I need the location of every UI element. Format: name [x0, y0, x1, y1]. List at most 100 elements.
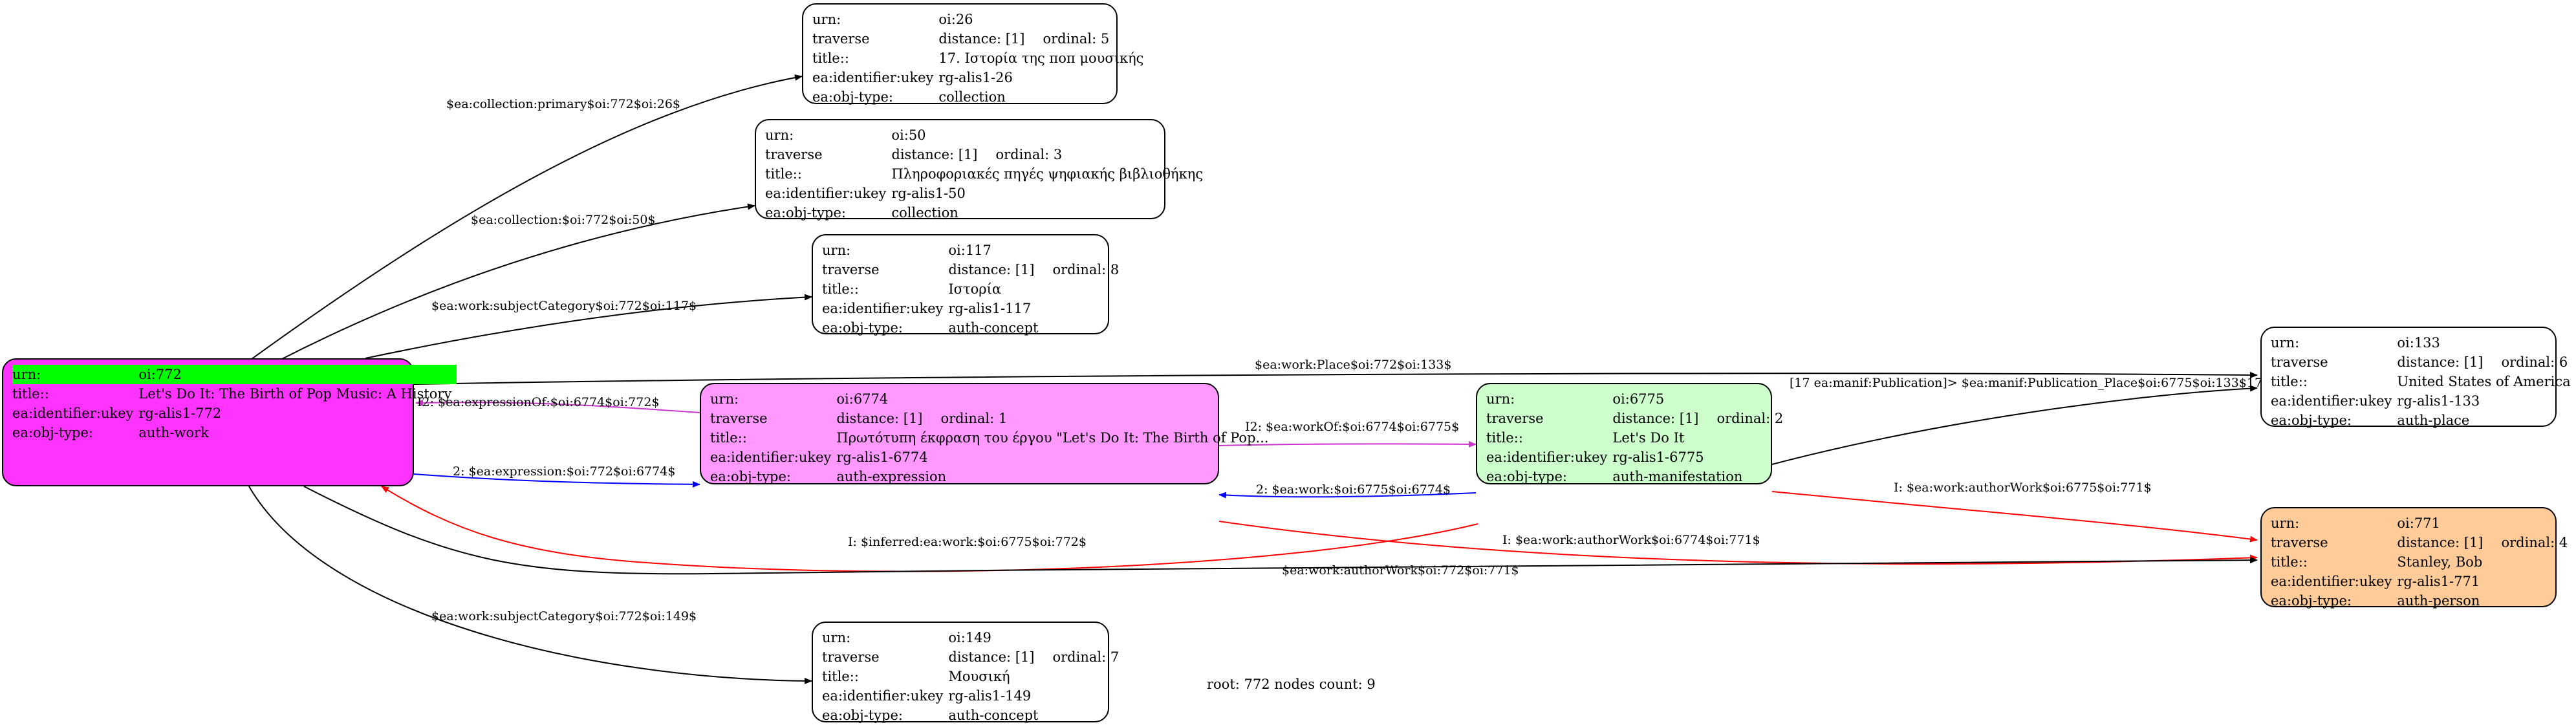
graph-canvas: $ea:collection:primary$oi:772$oi:26$ $ea…	[248, 74, 2262, 684]
title-value: Πρωτότυπη έκφραση του έργου "Let's Do It…	[836, 430, 1269, 446]
traverse-value: distance: [1]ordinal: 3	[891, 147, 1063, 162]
ukey-label: ea:identifier:ukey	[812, 70, 934, 85]
urn-label: urn:	[2271, 335, 2300, 351]
traverse-label: traverse	[812, 31, 870, 47]
objtype-label: ea:obj-type:	[2271, 413, 2352, 428]
urn-label: urn:	[765, 127, 794, 143]
urn-label: urn:	[710, 391, 739, 407]
ukey-value: rg-alis1-6774	[836, 449, 928, 465]
objtype-value: auth-concept	[948, 708, 1039, 723]
edge-label-expression-of: I2: $ea:expressionOf:$oi:6774$oi:772$	[417, 395, 660, 409]
traverse-value: distance: [1]ordinal: 6	[2397, 354, 2568, 370]
title-label: title::	[710, 430, 747, 446]
title-label: title::	[2271, 554, 2308, 570]
objtype-value: auth-expression	[836, 469, 947, 484]
urn-label: urn:	[2271, 515, 2300, 531]
edge-label-author-work-772: $ea:work:authorWork$oi:772$oi:771$	[1282, 563, 1519, 578]
urn-value: oi:771	[2397, 515, 2440, 531]
urn-value: oi:133	[2397, 335, 2440, 351]
title-label: title::	[765, 166, 802, 182]
objtype-label: ea:obj-type:	[710, 469, 791, 484]
edge-label-collection-primary: $ea:collection:primary$oi:772$oi:26$	[446, 97, 680, 111]
edge-label-subject-category-117: $ea:work:subjectCategory$oi:772$oi:117$	[431, 299, 697, 313]
node-771[interactable]: urn: oi:771 traverse distance: [1]ordinal:…	[2260, 507, 2568, 609]
title-value: Ιστορία	[948, 281, 1002, 297]
edge-label-publication-place: [17 ea:manif:Publication]> $ea:manif:Pub…	[1790, 376, 2262, 390]
ukey-value: rg-alis1-771	[2397, 574, 2480, 589]
title-label: title::	[2271, 374, 2308, 389]
title-label: title::	[812, 50, 849, 66]
ukey-label: ea:identifier:ukey	[1486, 449, 1608, 465]
ukey-label: ea:identifier:ukey	[2271, 574, 2392, 589]
objtype-value: collection	[891, 205, 958, 221]
objtype-label: ea:obj-type:	[822, 708, 903, 723]
traverse-value: distance: [1]ordinal: 5	[938, 31, 1110, 47]
ukey-value: rg-alis1-6775	[1612, 449, 1704, 465]
title-label: title::	[822, 281, 859, 297]
traverse-label: traverse	[2271, 354, 2328, 370]
ukey-value: rg-alis1-772	[138, 406, 222, 421]
urn-label: urn:	[12, 365, 139, 384]
urn-value: oi:26	[938, 12, 973, 27]
urn-value: oi:149	[948, 630, 991, 645]
objtype-value: auth-person	[2397, 593, 2480, 609]
edge-label-work: 2: $ea:work:$oi:6775$oi:6774$	[1256, 482, 1451, 497]
objtype-value: auth-work	[138, 425, 209, 440]
edge-expression-of	[415, 399, 700, 413]
ukey-label: ea:identifier:ukey	[2271, 393, 2392, 409]
edge-label-inferred-work: I: $inferred:ea:work:$oi:6775$oi:772$	[848, 535, 1087, 549]
edge-label-subject-category-149: $ea:work:subjectCategory$oi:772$oi:149$	[431, 609, 697, 623]
traverse-label: traverse	[710, 411, 768, 426]
traverse-value: distance: [1]ordinal: 4	[2397, 535, 2568, 550]
ukey-value: rg-alis1-133	[2397, 393, 2480, 409]
objtype-value: collection	[938, 89, 1006, 105]
ukey-value: rg-alis1-50	[891, 186, 966, 201]
edge-collection-primary	[248, 74, 803, 362]
objtype-label: ea:obj-type:	[1486, 469, 1567, 484]
urn-value: oi:6774	[836, 391, 889, 407]
edge-label-author-work-6774: I: $ea:work:authorWork$oi:6774$oi:771$	[1502, 533, 1760, 547]
traverse-value: distance: [1]ordinal: 1	[836, 411, 1008, 426]
traverse-label: traverse	[822, 649, 880, 665]
edge-label-author-work-6775: I: $ea:work:authorWork$oi:6775$oi:771$	[1894, 481, 2152, 495]
ukey-label: ea:identifier:ukey	[822, 688, 944, 704]
urn-label: urn:	[1486, 391, 1515, 407]
urn-value: oi:50	[891, 127, 926, 143]
edge-inferred-work	[381, 486, 1478, 572]
objtype-label: ea:obj-type:	[2271, 593, 2352, 609]
title-label: title::	[12, 386, 49, 402]
objtype-value: auth-place	[2397, 413, 2470, 428]
ukey-value: rg-alis1-117	[948, 301, 1032, 316]
title-label: title::	[822, 669, 859, 684]
edge-label-work-place: $ea:work:Place$oi:772$oi:133$	[1255, 358, 1451, 372]
edge-collection	[277, 203, 755, 362]
ukey-label: ea:identifier:ukey	[765, 186, 887, 201]
objtype-value: auth-concept	[948, 320, 1039, 336]
traverse-label: traverse	[2271, 535, 2328, 550]
ukey-label: ea:identifier:ukey	[710, 449, 832, 465]
title-value: Let's Do It	[1612, 430, 1685, 446]
title-value: Μουσική	[948, 669, 1010, 684]
node-6774[interactable]: urn: oi:6774 traverse distance: [1]ordinal…	[700, 383, 1269, 484]
traverse-label: traverse	[1486, 411, 1544, 426]
edge-author-work-772	[303, 486, 2258, 575]
title-value: Stanley, Bob	[2397, 554, 2483, 570]
title-value: Let's Do It: The Birth of Pop Music: A H…	[138, 386, 452, 402]
ukey-value: rg-alis1-26	[938, 70, 1013, 85]
urn-value: oi:6775	[1612, 391, 1665, 407]
edge-label-work-of: I2: $ea:workOf:$oi:6774$oi:6775$	[1245, 420, 1459, 434]
node-root-772[interactable]: urn:oi:772 title::Let's Do It: The Birth…	[2, 358, 457, 486]
edge-publication-place	[1771, 385, 2258, 465]
node-133[interactable]: urn: oi:133 traverse distance: [1]ordinal:…	[2260, 327, 2571, 428]
edge-author-work-6775	[1771, 491, 2258, 543]
urn-value: oi:117	[948, 243, 991, 258]
edge-work-place	[413, 371, 2258, 385]
urn-value: oi:772	[138, 365, 457, 384]
urn-label: urn:	[822, 630, 851, 645]
objtype-label: ea:obj-type:	[765, 205, 846, 221]
